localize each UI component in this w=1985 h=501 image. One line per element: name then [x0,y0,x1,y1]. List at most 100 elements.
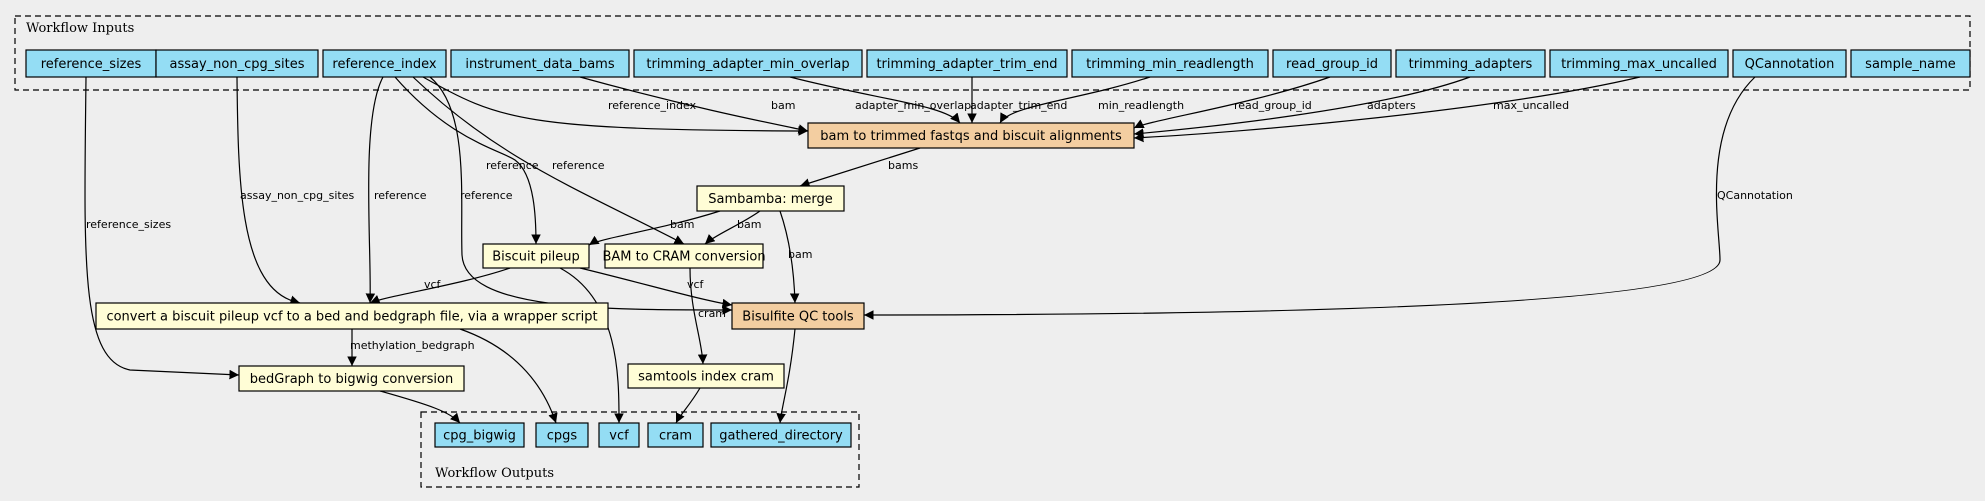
input-node-read-group-id[interactable]: read_group_id [1272,49,1392,78]
input-node-assay-non-cpg-sites[interactable]: assay_non_cpg_sites [155,49,319,78]
node-label: vcf [609,429,629,444]
edge-label: adapters [1367,99,1416,112]
input-node-trimming-min-readlength[interactable]: trimming_min_readlength [1071,49,1269,78]
edge-trimming-adapter-min-overlap-to-bam-to-trimmed: adapter_min_overlap [789,76,971,124]
output-node-out-vcf[interactable]: vcf [598,422,640,448]
node-label: trimming_adapters [1409,57,1533,72]
node-box [633,49,863,78]
edge-label: QCannotation [1717,189,1793,202]
edge-index-cram-to-out-cram [675,387,701,424]
edge-merge-to-bisulfite-qc: bam [779,210,812,304]
step-node-merge[interactable]: Sambamba: merge [696,185,845,212]
edge-line [776,328,796,424]
node-label: trimming_adapter_min_overlap [646,57,849,72]
step-node-index-cram[interactable]: samtools index cram [627,363,785,389]
edge-bam-to-trimmed-to-merge: bams [799,147,921,188]
edge-line [579,76,809,134]
edge-line [236,76,301,305]
node-box [598,422,640,448]
edge-line [999,76,1151,124]
step-node-bam-to-trimmed[interactable]: bam to trimmed fastqs and biscuit alignm… [807,122,1135,149]
node-box [155,49,319,78]
input-node-trimming-adapters[interactable]: trimming_adapters [1395,49,1546,78]
workflow-outputs-cluster: Workflow Outputs [420,411,860,488]
edge-assay-non-cpg-sites-to-vcf2bed: assay_non_cpg_sites [236,76,355,305]
step-node-bam-to-cram[interactable]: BAM to CRAM conversion [602,243,766,269]
edge-bisulfite-qc-to-out-gathered [776,328,796,424]
edge-trimming-max-uncalled-to-bam-to-trimmed: max_uncalled [1133,76,1641,143]
edge-label: reference [552,159,605,172]
edge-line [559,267,624,424]
edge-pileup-to-out-vcf [559,267,624,424]
node-label: reference_index [332,57,436,72]
node-box [627,363,785,389]
edge-reference-index-to-bam-to-trimmed: reference_index [422,76,809,136]
edge-trimming-adapters-to-bam-to-trimmed: adapters [1133,76,1471,138]
node-label: trimming_adapter_trim_end [876,57,1057,72]
edge-line [1133,76,1331,129]
edge-QCannotation-to-bisulfite-qc: QCannotation [863,76,1793,320]
edge-bedgraph2bigwig-to-out-cpg-bigwig [379,390,461,424]
input-node-sample-name[interactable]: sample_name [1850,49,1971,78]
output-node-out-cpgs[interactable]: cpgs [535,422,589,448]
edge-vcf2bed-to-out-cpgs [459,328,558,424]
edge-label: reference_sizes [86,218,171,231]
node-box [1272,49,1392,78]
node-box [604,243,764,269]
edge-line [588,210,721,246]
edge-reference-index-to-vcf2bed: reference [365,76,427,304]
step-node-pileup[interactable]: Biscuit pileup [482,243,590,269]
edge-line [789,76,961,124]
node-label: convert a biscuit pileup vcf to a bed an… [106,310,597,325]
edge-label: reference [460,189,513,202]
edge-label: vcf [687,278,705,291]
node-label: Sambamba: merge [708,192,833,207]
node-box [710,422,852,448]
edge-label: assay_non_cpg_sites [240,189,355,202]
input-node-trimming-max-uncalled[interactable]: trimming_max_uncalled [1549,49,1729,78]
workflow-inputs-label: Workflow Inputs [26,21,134,36]
node-label: bedGraph to bigwig conversion [250,372,453,387]
node-label: instrument_data_bams [465,57,614,72]
edge-label: vcf [424,278,442,291]
edge-label: bam [771,99,795,112]
edge-line [369,267,511,304]
node-label: BAM to CRAM conversion [602,250,765,265]
output-node-out-cpg-bigwig[interactable]: cpg_bigwig [434,422,525,448]
edge-line [429,76,733,315]
output-node-out-gathered[interactable]: gathered_directory [710,422,852,448]
input-node-QCannotation[interactable]: QCannotation [1732,49,1847,78]
edge-label: min_readlength [1098,99,1184,112]
step-node-bisulfite-qc[interactable]: Bisulfite QC tools [731,302,865,330]
edge-line [704,210,761,245]
edge-label: adapter_trim_end [970,99,1067,112]
edge-line [579,267,733,309]
input-node-trimming-adapter-min-overlap[interactable]: trimming_adapter_min_overlap [633,49,863,78]
edge-label: adapter_min_overlap [855,99,971,112]
node-label: cram [659,429,692,444]
node-box [731,302,865,330]
input-node-trimming-adapter-trim-end[interactable]: trimming_adapter_trim_end [866,49,1068,78]
input-node-reference-sizes[interactable]: reference_sizes [25,49,157,78]
node-label: sample_name [1865,57,1956,72]
edge-label: bam [788,248,812,261]
input-node-reference-index[interactable]: reference_index [322,49,447,78]
edge-reference-index-to-bisulfite-qc: reference [429,76,733,315]
edge-read-group-id-to-bam-to-trimmed: read_group_id [1133,76,1331,129]
node-box [1732,49,1847,78]
step-node-bedgraph2bigwig[interactable]: bedGraph to bigwig conversion [238,365,465,392]
output-node-out-cram[interactable]: cram [647,422,704,448]
edge-merge-to-pileup: bam [588,210,721,246]
node-label: QCannotation [1745,57,1835,72]
node-box [866,49,1068,78]
node-label: read_group_id [1286,57,1378,72]
edge-line [379,390,461,424]
edge-label: cram [698,307,726,320]
node-box [450,49,630,78]
node-box [1395,49,1546,78]
step-node-vcf2bed[interactable]: convert a biscuit pileup vcf to a bed an… [95,302,609,330]
node-box [1071,49,1269,78]
input-node-instrument-data-bams[interactable]: instrument_data_bams [450,49,630,78]
edge-reference-sizes-to-bedgraph2bigwig: reference_sizes [84,76,240,380]
